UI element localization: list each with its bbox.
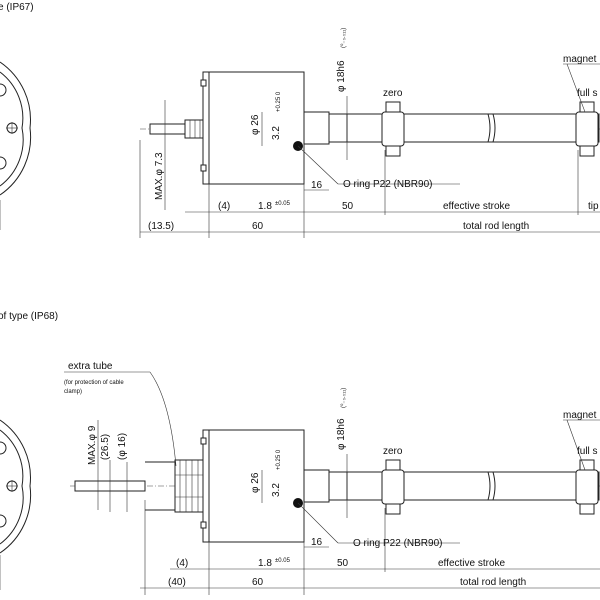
top-phi18-label: φ 18h6 — [336, 60, 347, 92]
bottom-d32-tol: +0.25 0 — [276, 449, 282, 470]
top-phi26-label: φ 26 — [250, 114, 261, 135]
bottom-zero-magnet — [381, 469, 405, 505]
bottom-phi18-tol: (⁰₋₀.₀₁₁) — [340, 388, 347, 408]
bottom-housing — [208, 429, 305, 543]
top-d32-tol: +0.25 0 — [276, 91, 282, 112]
bottom-drawing: of type (IP68) — [0, 311, 600, 595]
top-phi18-tol: (⁰₋₀.₀₁₁) — [340, 28, 347, 48]
bottom-total-label: total rod length — [460, 577, 526, 588]
top-max73-label: MAX.φ 7.3 — [154, 152, 165, 200]
top-eff-label: effective stroke — [443, 201, 511, 212]
bottom-eff-label: effective stroke — [438, 558, 506, 569]
top-heading: e (IP67) — [0, 2, 34, 13]
bottom-d50-label: 50 — [337, 558, 349, 569]
bottom-d4-label: (4) — [176, 558, 188, 569]
top-rod — [328, 113, 600, 143]
top-d60-label: 60 — [252, 221, 264, 232]
bottom-heading: of type (IP68) — [0, 311, 58, 322]
bottom-d16-label: 16 — [311, 537, 323, 548]
bottom-extra-note1: (for protection of cable — [64, 380, 124, 386]
top-flange-end-view — [0, 61, 32, 230]
bottom-oring-label: O ring P22 (NBR90) — [353, 538, 442, 549]
top-full-label: full s — [577, 88, 598, 99]
top-tip-label: tip — [588, 201, 599, 212]
bottom-d18-tol: ±0.05 — [275, 558, 291, 564]
bottom-d32-label: 3.2 — [271, 483, 282, 497]
bottom-extra-note2: clamp) — [64, 389, 82, 395]
bottom-d60-label: 60 — [252, 577, 264, 588]
top-zero-label: zero — [383, 88, 403, 99]
top-drawing: e (IP67) — [0, 2, 600, 238]
bottom-d18-label: 1.8 — [258, 558, 272, 569]
top-zero-magnet — [381, 111, 405, 147]
top-d4-label: (4) — [218, 201, 230, 212]
bottom-flange-end-view — [0, 419, 32, 590]
bottom-full-label: full s — [577, 446, 598, 457]
bottom-extra-label: extra tube — [68, 361, 113, 372]
top-d18-label: 1.8 — [258, 201, 272, 212]
bottom-magnet-label: magnet — [563, 410, 597, 421]
top-d135-label: (13.5) — [148, 221, 174, 232]
bottom-phi16-label: (φ 16) — [117, 433, 128, 460]
bottom-d265-label: (26.5) — [100, 434, 111, 460]
top-d18-tol: ±0.05 — [275, 201, 291, 207]
top-housing — [208, 71, 305, 185]
top-total-label: total rod length — [463, 221, 529, 232]
bottom-phi26-label: φ 26 — [250, 472, 261, 493]
bottom-d40-label: (40) — [168, 577, 186, 588]
top-d32-label: 3.2 — [271, 126, 282, 140]
bottom-phi18-label: φ 18h6 — [336, 418, 347, 450]
top-magnet-label: magnet — [563, 54, 597, 65]
bottom-rod — [328, 471, 600, 501]
top-oring-label: O ring P22 (NBR90) — [343, 179, 432, 190]
top-d50-label: 50 — [342, 201, 354, 212]
bottom-max9-label: MAX.φ 9 — [87, 425, 98, 465]
top-d16-label: 16 — [311, 180, 323, 191]
bottom-zero-label: zero — [383, 446, 403, 457]
